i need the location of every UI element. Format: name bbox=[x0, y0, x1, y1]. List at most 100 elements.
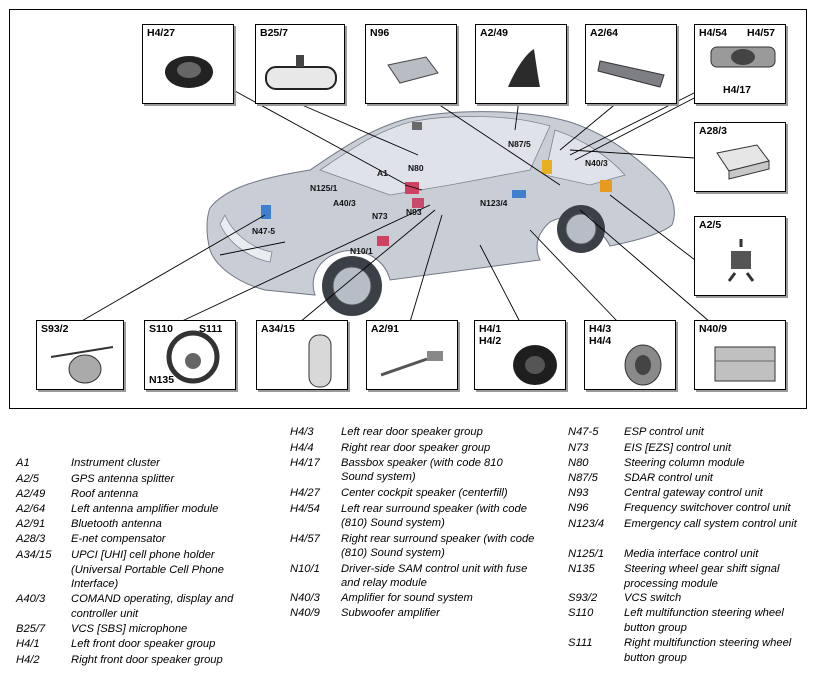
legend-code: N40/9 bbox=[290, 607, 320, 619]
legend-code: A2/49 bbox=[16, 487, 46, 500]
legend-code: N125/1 bbox=[568, 548, 605, 560]
component-box-h4-3: H4/3 H4/4 bbox=[584, 320, 676, 390]
component-box-a2-5: A2/5 bbox=[694, 216, 786, 296]
component-label: A2/64 bbox=[590, 27, 619, 39]
legend-desc: Subwoofer amplifier bbox=[341, 607, 440, 619]
component-box-n96: N96 bbox=[365, 24, 457, 104]
legend-code: H4/3 bbox=[290, 426, 314, 438]
legend-desc: Steering wheel gear shift signal process… bbox=[624, 563, 780, 590]
legend-desc: SDAR control unit bbox=[624, 471, 713, 484]
legend-desc: Bluetooth antenna bbox=[71, 518, 162, 530]
car-tag: N80 bbox=[408, 163, 424, 173]
legend-code: A34/15 bbox=[16, 549, 52, 561]
legend-desc: Left rear surround speaker (with code (8… bbox=[341, 502, 527, 530]
legend-desc: Emergency call system control unit bbox=[624, 517, 797, 530]
legend-desc: EIS [EZS] control unit bbox=[624, 441, 731, 454]
legend-code: S93/2 bbox=[568, 592, 598, 604]
phone-holder-image bbox=[308, 334, 332, 388]
legend-code: N96 bbox=[568, 502, 589, 514]
legend-desc: VCS switch bbox=[624, 592, 682, 604]
legend-code: A40/3 bbox=[16, 593, 46, 605]
legend-code: N135 bbox=[568, 563, 595, 575]
component-label: A28/3 bbox=[699, 125, 728, 137]
legend-desc: Media interface control unit bbox=[624, 548, 759, 560]
component-label: A2/91 bbox=[371, 323, 400, 335]
legend-desc: Bassbox speaker (with code 810 Sound sys… bbox=[341, 456, 503, 484]
vcs-switch-image bbox=[50, 346, 114, 384]
legend-code: A1 bbox=[16, 457, 30, 469]
legend-code: A2/91 bbox=[16, 518, 46, 530]
legend-desc: Driver-side SAM control unit with fuse a… bbox=[341, 562, 528, 590]
car-tag: N73 bbox=[372, 211, 388, 221]
car-tag: N47-5 bbox=[252, 226, 276, 236]
component-label: H4/17 bbox=[723, 84, 752, 96]
mirror-image bbox=[265, 55, 337, 90]
component-label: H4/57 bbox=[747, 27, 776, 39]
car-tag: N40/3 bbox=[585, 158, 608, 168]
legend-code: A2/5 bbox=[16, 472, 40, 485]
legend-desc: Left antenna amplifier module bbox=[71, 502, 219, 515]
steering-wheel-image bbox=[166, 330, 220, 384]
component-box-a2-64: A2/64 bbox=[585, 24, 677, 104]
speaker-image bbox=[165, 56, 213, 88]
legend-code: H4/27 bbox=[290, 487, 320, 499]
legend-code: H4/4 bbox=[290, 441, 314, 454]
component-label: H4/3 bbox=[589, 323, 612, 335]
component-label: S111 bbox=[199, 323, 223, 335]
component-label: N40/9 bbox=[699, 323, 728, 335]
car-tag: N87/5 bbox=[508, 139, 531, 149]
component-label: H4/54 bbox=[699, 27, 728, 39]
component-diagram: H4/27 B25/7 N96 A2/49 A2/64 H4/54 H4/57 … bbox=[9, 9, 807, 409]
antenna-image bbox=[508, 49, 540, 87]
legend-code: H4/54 bbox=[290, 502, 320, 515]
legend-code: B25/7 bbox=[16, 623, 46, 635]
component-box-n40-9: N40/9 bbox=[694, 320, 786, 390]
component-label: A34/15 bbox=[261, 323, 295, 335]
legend-desc: Left front door speaker group bbox=[71, 638, 216, 650]
legend-code: N87/5 bbox=[568, 471, 598, 484]
legend-desc: GPS antenna splitter bbox=[71, 472, 175, 485]
legend-desc: Left multifunction steering wheel button… bbox=[624, 607, 784, 634]
car-tag: N123/4 bbox=[480, 198, 508, 208]
component-label: A2/5 bbox=[699, 219, 722, 231]
car-tag: A40/3 bbox=[333, 198, 356, 208]
car-tag: N125/1 bbox=[310, 183, 338, 193]
car-illustration bbox=[79, 72, 711, 323]
legend-code: N10/1 bbox=[290, 562, 320, 575]
car-tag: N10/1 bbox=[350, 246, 373, 256]
legend-desc: UPCI [UHI] cell phone holder (Universal … bbox=[71, 549, 224, 591]
bluetooth-antenna-image bbox=[380, 351, 443, 377]
car-tag: A1 bbox=[377, 168, 388, 178]
legend-code: S111 bbox=[568, 637, 593, 649]
legend-code: S110 bbox=[568, 607, 594, 619]
rear-door-speaker-image bbox=[624, 344, 662, 386]
component-label: H4/4 bbox=[589, 335, 612, 347]
legend-code: N73 bbox=[568, 441, 589, 454]
legend-desc: Roof antenna bbox=[71, 487, 139, 500]
legend-desc: Instrument cluster bbox=[71, 457, 160, 469]
legend-code: H4/2 bbox=[16, 654, 40, 666]
component-label: B25/7 bbox=[260, 27, 289, 39]
subwoofer-amplifier-image bbox=[714, 346, 776, 382]
legend-code: N123/4 bbox=[568, 517, 605, 530]
component-box-h4-1: H4/1 H4/2 bbox=[474, 320, 566, 390]
legend-desc: ESP control unit bbox=[624, 426, 704, 438]
legend-code: A28/3 bbox=[16, 533, 46, 545]
legend-code: H4/17 bbox=[290, 456, 320, 469]
legend-desc: VCS [SBS] microphone bbox=[71, 623, 188, 635]
legend-code: A2/64 bbox=[16, 502, 46, 515]
component-label: H4/1 bbox=[479, 323, 502, 335]
legend-desc: Right multifunction steering wheel butto… bbox=[624, 637, 792, 664]
amplifier-module-image bbox=[597, 60, 665, 88]
component-label: A2/49 bbox=[480, 27, 509, 39]
component-label: S93/2 bbox=[41, 323, 69, 335]
legend-code: N93 bbox=[568, 487, 589, 499]
component-label: H4/2 bbox=[479, 335, 502, 347]
legend-desc: Right rear door speaker group bbox=[341, 441, 491, 454]
component-box-h4-54: H4/54 H4/57 H4/17 bbox=[694, 24, 786, 104]
component-box-s93-2: S93/2 bbox=[36, 320, 124, 390]
compensator-image bbox=[716, 144, 770, 180]
legend-desc: COMAND operating, display and controller… bbox=[71, 593, 234, 620]
car-tag: N93 bbox=[406, 207, 422, 217]
component-box-s110: S110 S111 N135 bbox=[144, 320, 236, 390]
